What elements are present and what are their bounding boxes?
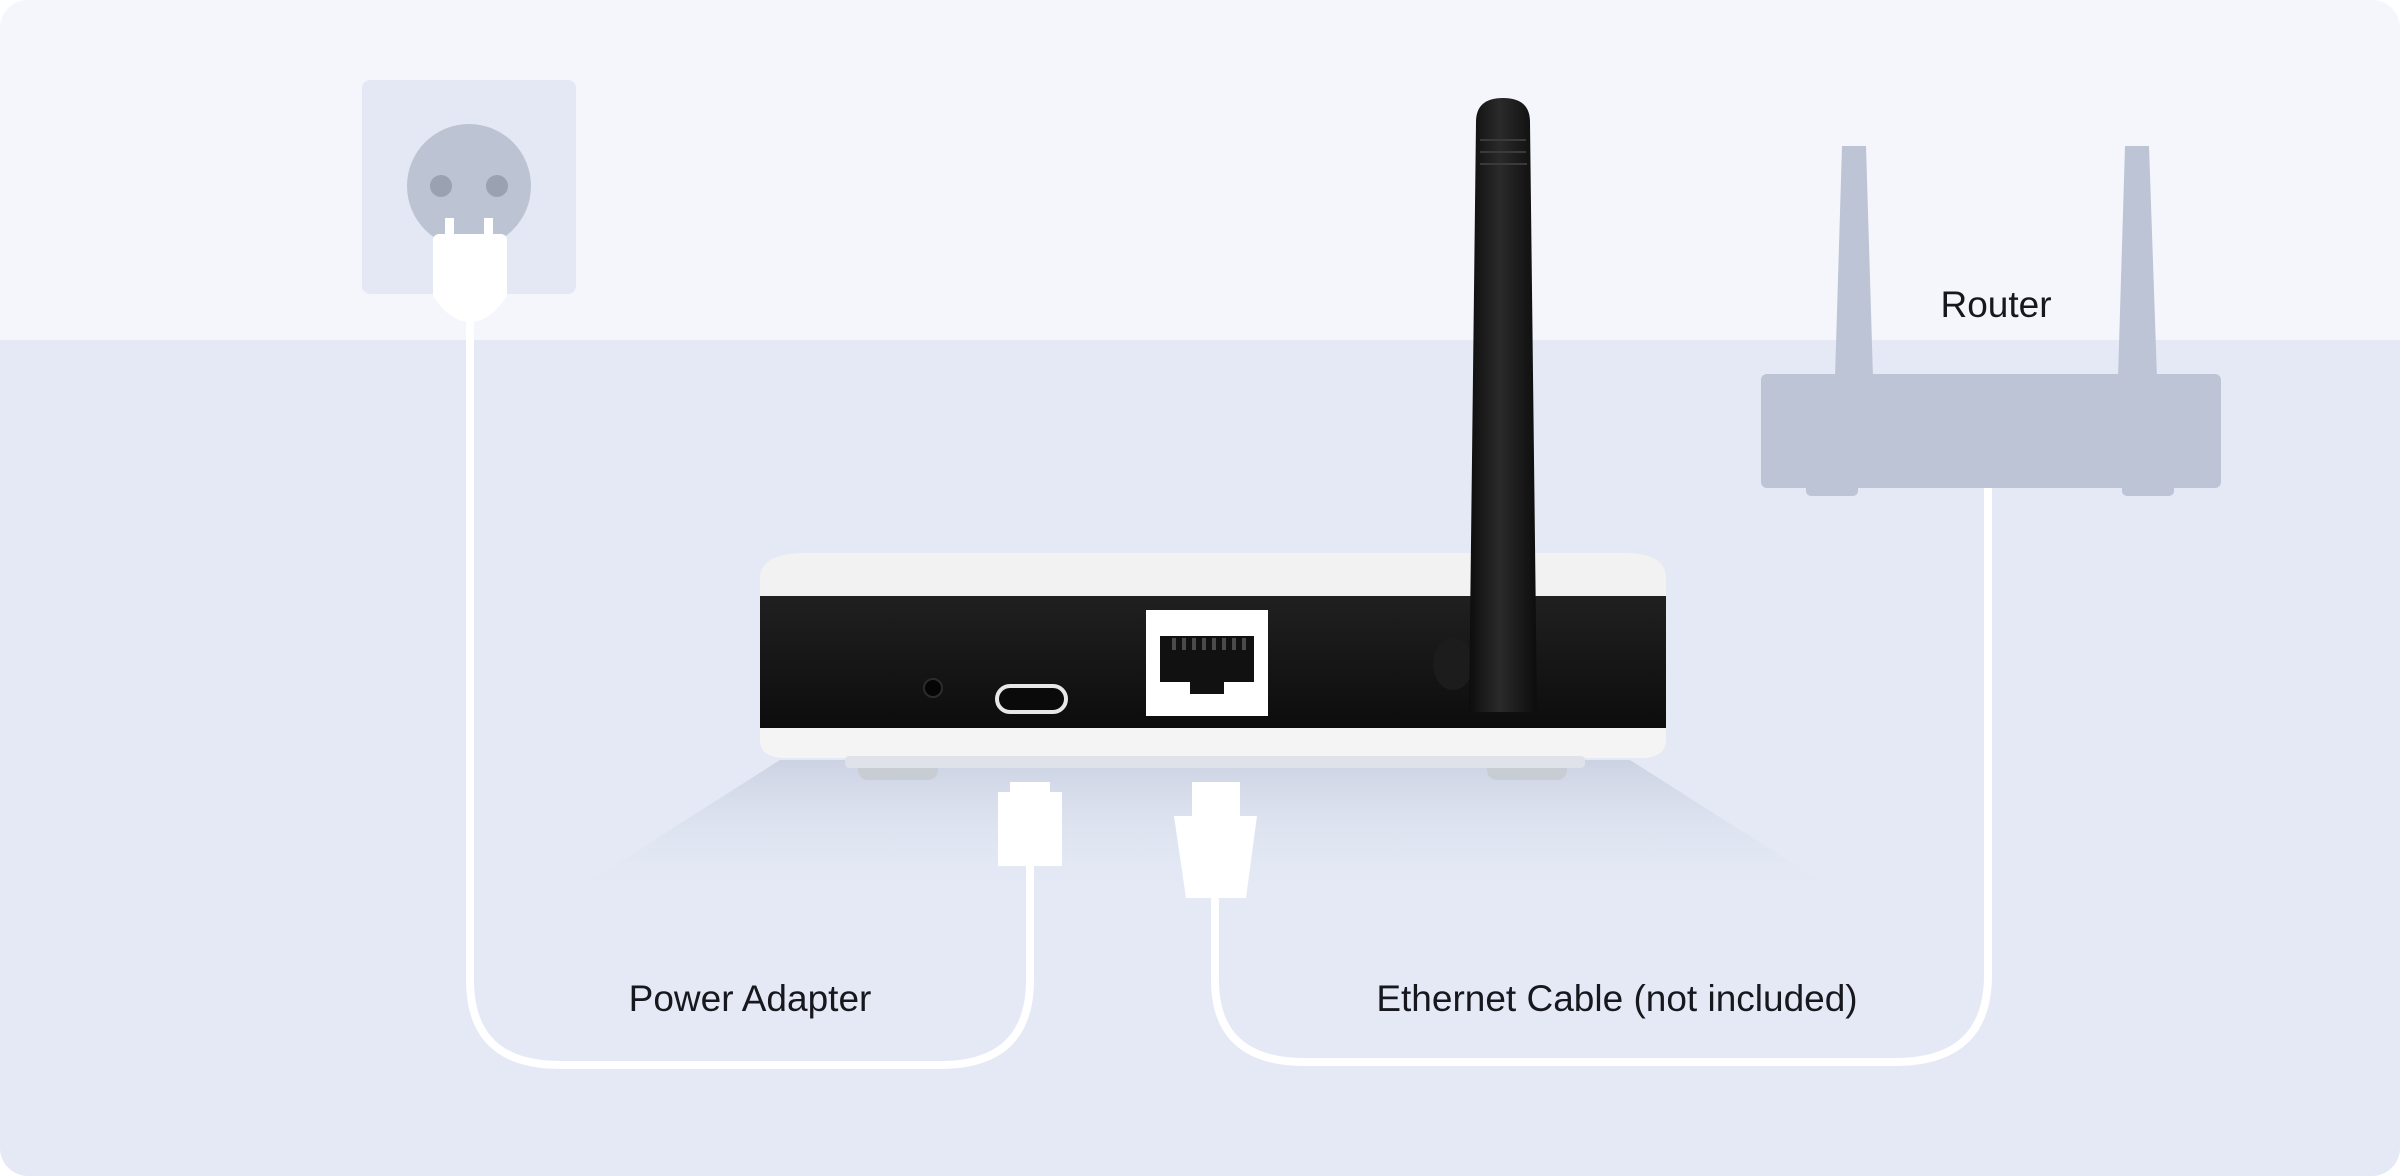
antenna: [1469, 98, 1537, 712]
router-illustration: [1761, 146, 2221, 496]
power-cable: [466, 296, 1034, 1069]
wall-outlet: [362, 80, 576, 294]
power-adapter-label: Power Adapter: [629, 978, 872, 1019]
router-antenna-right: [2118, 146, 2157, 378]
power-plug: [433, 218, 507, 322]
ethernet-plug: [1174, 782, 1257, 898]
reset-pinhole[interactable]: [923, 678, 943, 698]
router-body: [1761, 374, 2221, 488]
usb-c-port[interactable]: [995, 684, 1068, 714]
router-antenna-left: [1835, 146, 1873, 378]
device-bottom-shell: [760, 728, 1666, 758]
usb-c-plug: [998, 782, 1062, 866]
router-label: Router: [1940, 284, 2051, 325]
antenna-hinge: [1433, 638, 1473, 690]
ethernet-cable: [1211, 484, 1992, 1066]
outlet-hole-left: [430, 175, 452, 197]
ethernet-cable-label: Ethernet Cable (not included): [1376, 978, 1857, 1019]
hub-device: [760, 98, 1666, 780]
router-foot-left: [1806, 482, 1858, 496]
ethernet-port[interactable]: [1146, 610, 1268, 716]
outlet-socket: [407, 124, 531, 248]
device-top-shell: [760, 553, 1666, 600]
outlet-hole-right: [486, 175, 508, 197]
router-foot-right: [2122, 482, 2174, 496]
